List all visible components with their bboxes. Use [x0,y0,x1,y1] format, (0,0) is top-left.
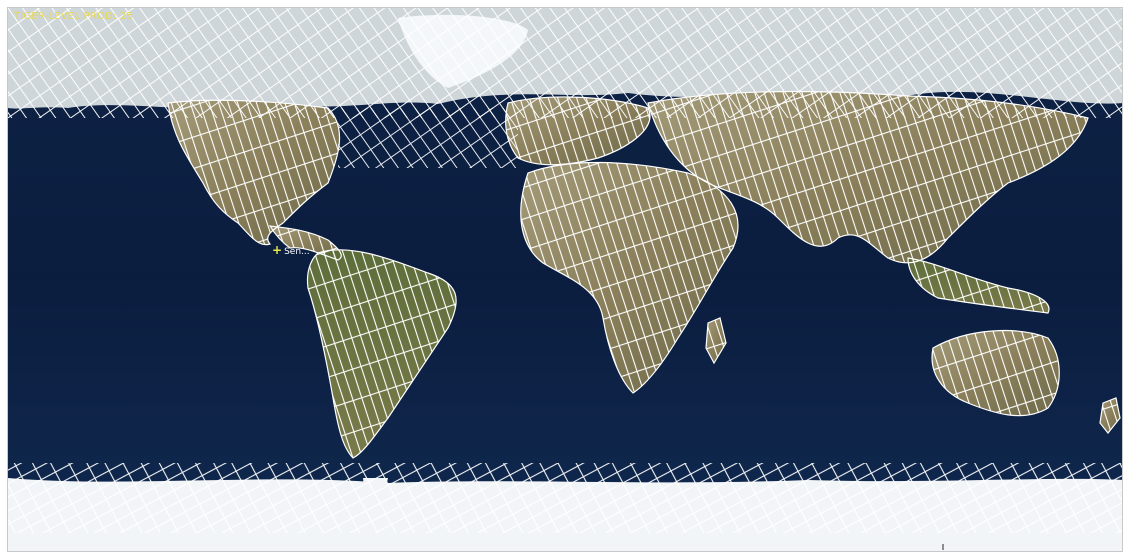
location-marker[interactable]: +Sen... [272,243,310,257]
footprints-madagascar [705,317,727,365]
footprints-north-atlantic [338,108,518,168]
footprints-arctic-band [8,8,1122,118]
footprints-antarctic-band [8,463,1122,533]
world-map[interactable] [8,8,1123,552]
footprint-overlay-land [167,90,1121,459]
crosshair-marker-icon: + [272,243,283,257]
footprints-africa [520,161,739,394]
footprints-southeast-asia [907,257,1050,314]
footprints-australia [931,329,1060,417]
footprints-south-america [306,249,457,459]
crosshair-cursor-icon [942,544,944,550]
footprints-new-zealand [1099,397,1121,434]
world-map-viewport[interactable]: TIGER-LEVEL PROD: 25 +Sen... [7,7,1123,552]
location-marker-label: Sen... [284,247,310,257]
map-overlay-label: TIGER-LEVEL PROD: 25 [14,11,133,22]
